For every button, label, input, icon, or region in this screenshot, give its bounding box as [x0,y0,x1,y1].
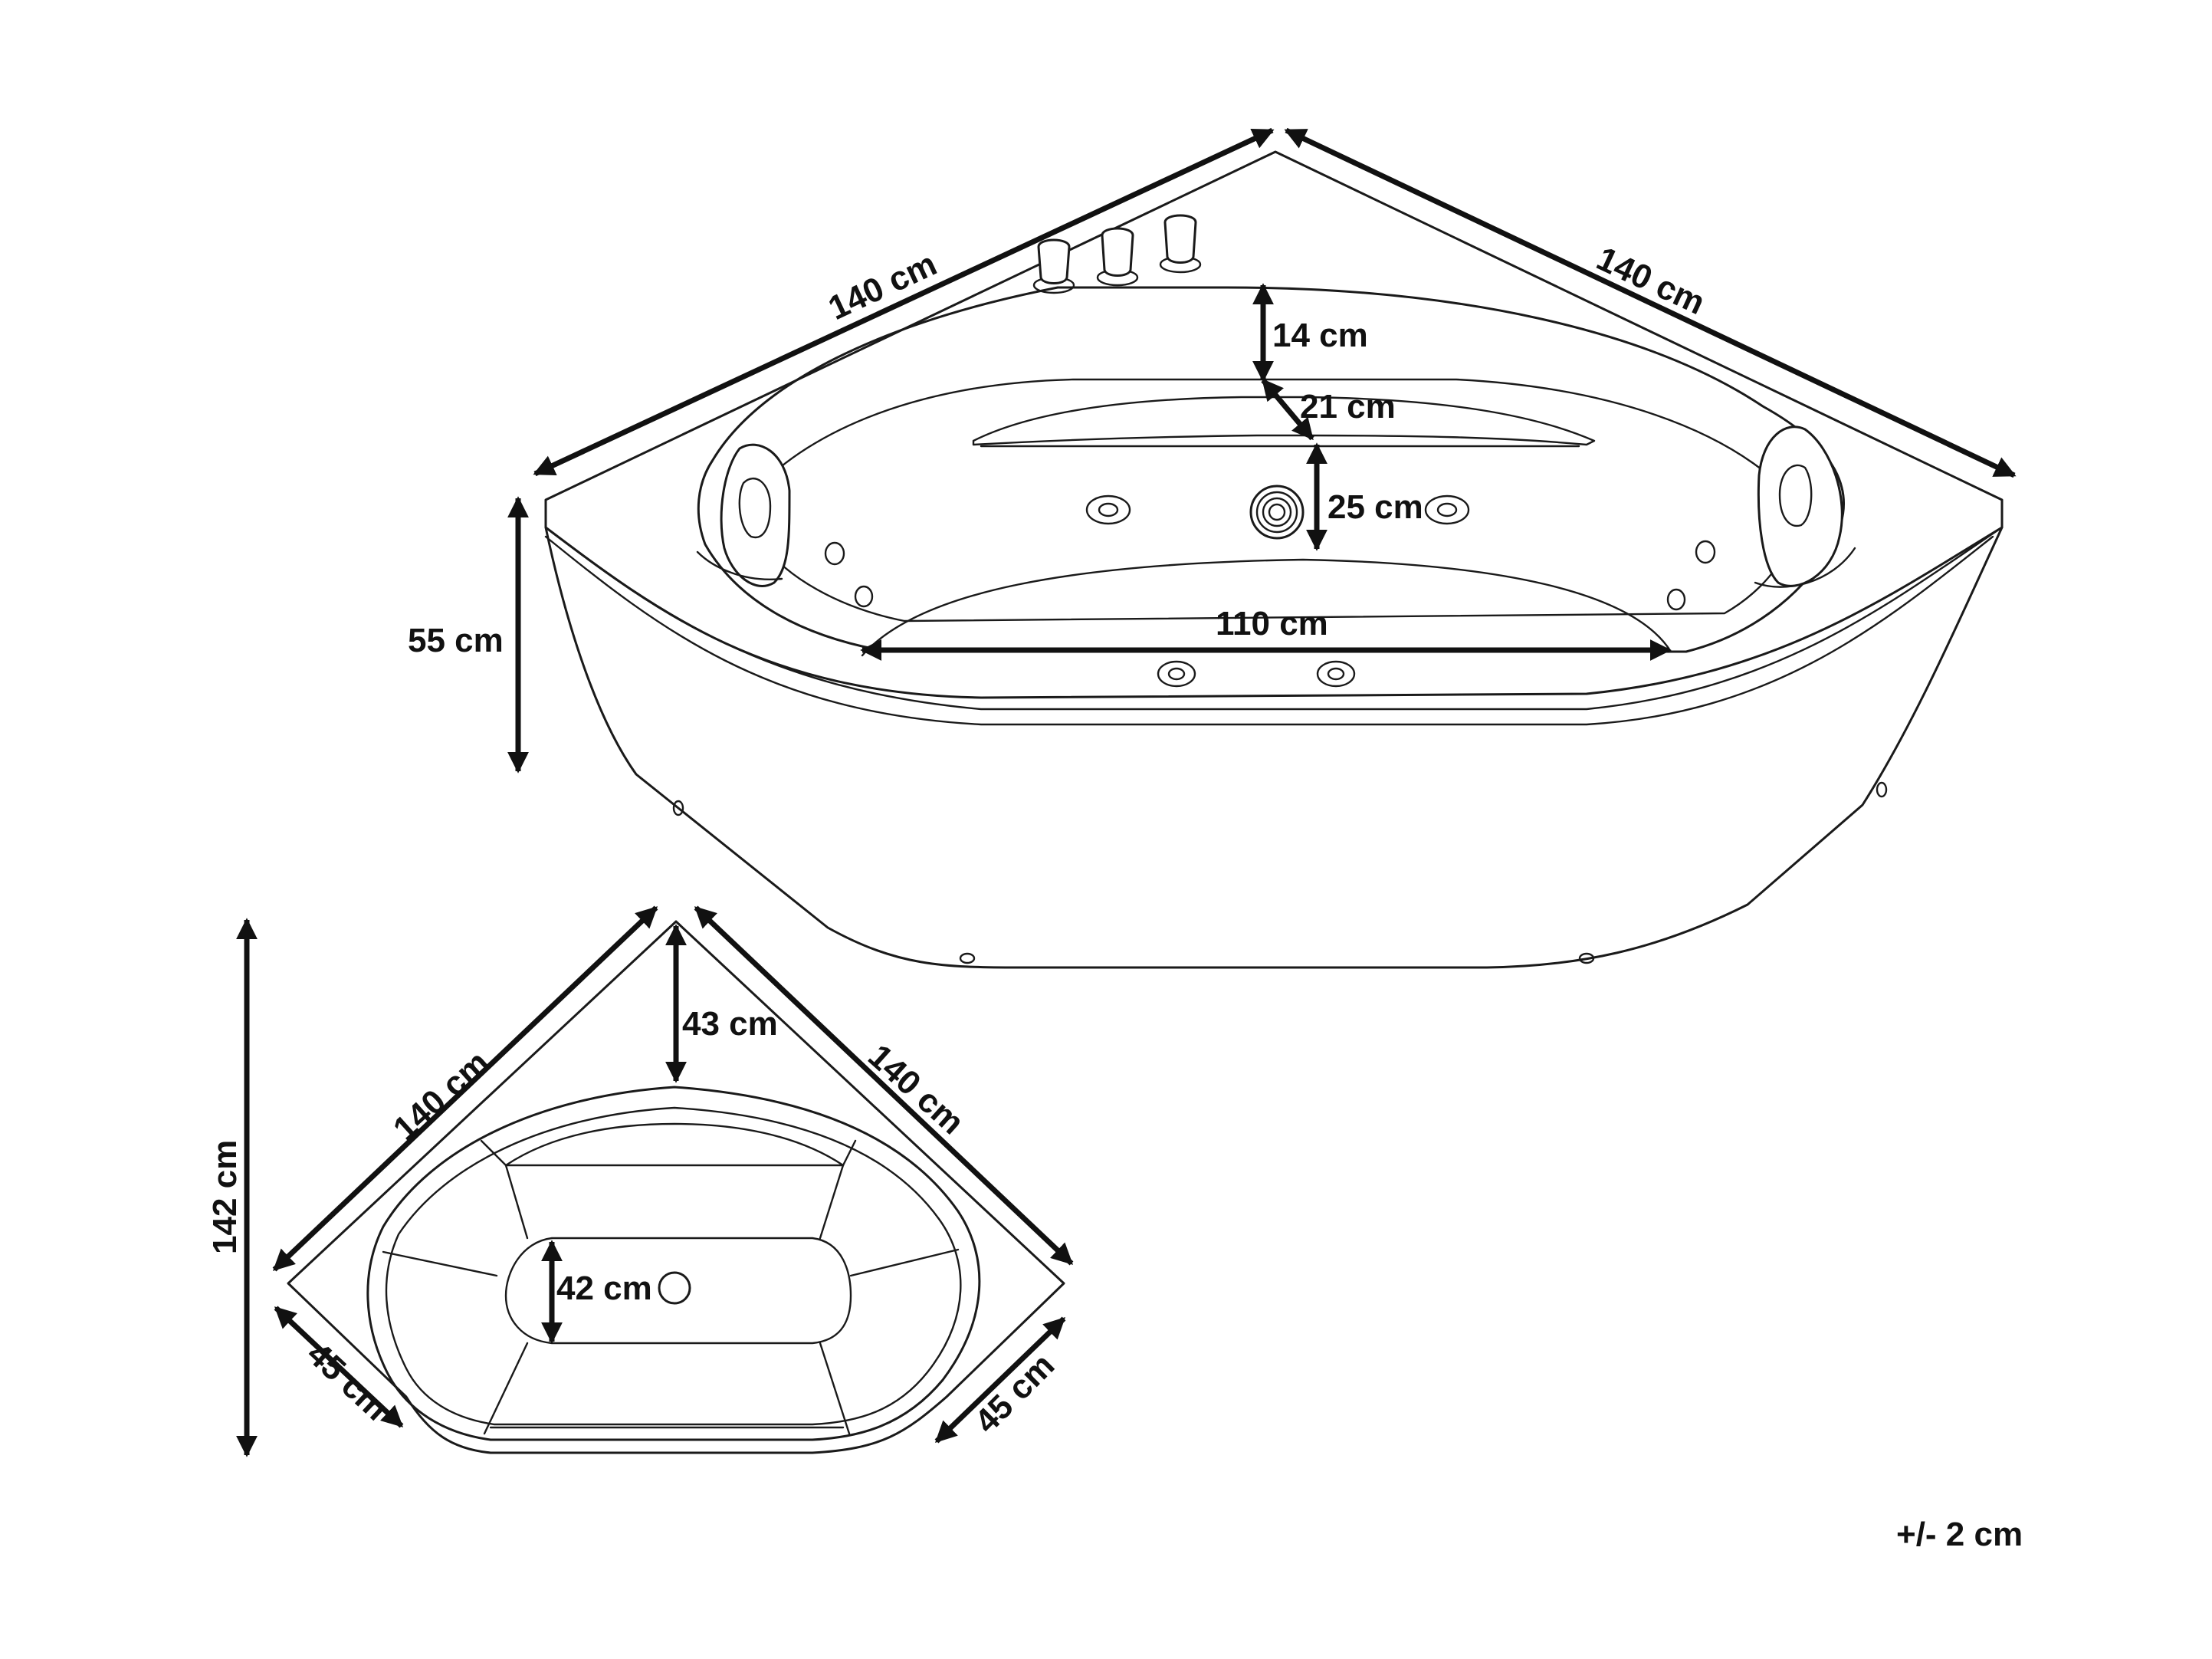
label-tv-floor: 42 cm [556,1270,652,1307]
dim-arrow-tv-left [272,905,658,1272]
label-tv-depth: 142 cm [206,1140,244,1254]
label-tv-right-edge: 140 cm [861,1037,971,1142]
top-view-headrest [504,1122,845,1167]
label-rim-width: 14 cm [1272,317,1368,354]
top-view-floor [504,1237,852,1345]
faucet-handle-2 [1096,227,1139,287]
dim-arrow-step [1261,378,1314,441]
label-height: 55 cm [408,622,504,659]
dim-arrow-tv-right [694,905,1074,1266]
label-tv-left-front: 45 cm [300,1335,395,1427]
apron-fitting-left [672,800,684,816]
apron-fitting-right [1876,781,1888,798]
jet-nozzle [1424,494,1470,525]
faucet-handle-1 [1032,238,1075,294]
jet-nozzle [1666,588,1686,611]
jet-nozzle [1085,494,1131,525]
dim-arrow-top-right [1284,127,2017,478]
perspective-view: 140 cm 140 cm 14 cm 21 cm 25 cm 110 cm 5… [408,127,2017,969]
jet-nozzle [1157,660,1196,688]
dim-arrow-tv-left-front [274,1306,404,1428]
tub-apron [544,526,2004,969]
headrest-right [1754,425,1856,588]
jet-nozzle [1695,540,1716,564]
seat-floor [861,558,1672,657]
jet-nozzle [824,541,845,566]
jet-nozzles [824,494,1716,688]
apron-fitting-bottom-right [1578,952,1595,964]
headrest-left [696,443,791,587]
top-view-basin [366,1086,981,1441]
top-view-drain-icon [658,1271,691,1305]
label-tv-left-edge: 140 cm [386,1043,497,1148]
label-tv-right-front: 45 cm [967,1346,1062,1441]
apron-fitting-bottom-left [959,952,976,964]
dim-arrow-tv-right-front [934,1316,1066,1444]
faucet-handle-3 [1159,214,1202,274]
tolerance-note: +/- 2 cm [1896,1516,2023,1553]
jet-nozzle [854,585,874,608]
label-tv-corner: 43 cm [682,1005,778,1043]
dim-arrow-top-left [533,127,1275,477]
top-view: 140 cm 140 cm 142 cm 43 cm 42 cm 45 cm 4… [206,905,1074,1457]
top-view-outline [287,920,1065,1454]
jet-nozzle [1316,660,1356,688]
label-seat-span: 110 cm [1216,605,1328,642]
label-top-right-edge: 140 cm [1591,240,1711,322]
label-top-left-edge: 140 cm [823,245,943,327]
basin-inner-wall [753,378,1795,623]
drain-icon [1249,485,1305,540]
label-headrest-step: 21 cm [1300,388,1396,425]
label-inner-depth: 25 cm [1328,488,1423,526]
